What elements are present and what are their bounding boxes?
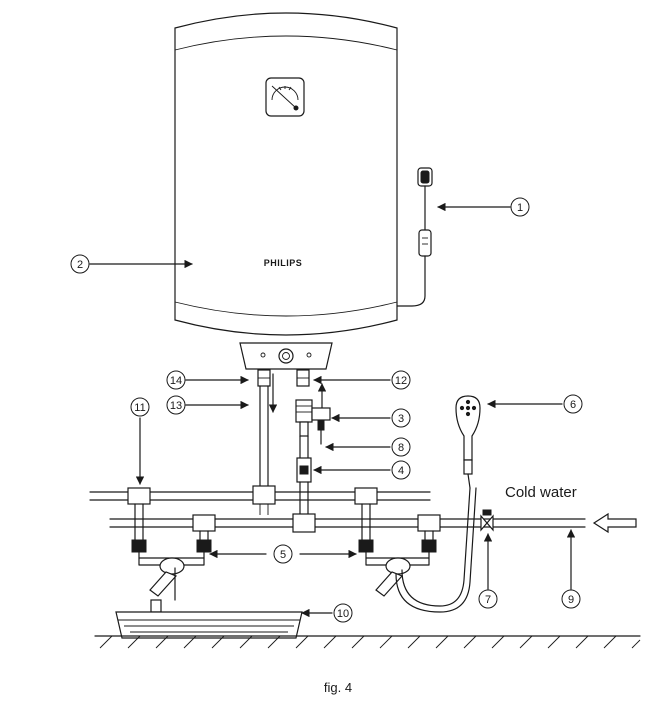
cold-water-inlet-pipe <box>295 369 331 517</box>
right-mixer-tap <box>358 487 477 613</box>
callout-7: 7 <box>478 589 498 609</box>
hot-water-main-pipe <box>89 485 431 505</box>
svg-text:14: 14 <box>170 375 182 387</box>
svg-text:6: 6 <box>570 399 576 411</box>
svg-text:5: 5 <box>280 549 286 561</box>
basin <box>115 611 303 639</box>
svg-text:7: 7 <box>485 594 491 606</box>
left-mixer-tap <box>131 503 212 613</box>
brand-logo: PHILIPS <box>264 258 303 268</box>
svg-text:9: 9 <box>568 594 574 606</box>
callout-10: 10 <box>333 603 353 623</box>
hot-water-outlet-pipe <box>257 369 278 489</box>
callout-12: 12 <box>391 370 411 390</box>
callout-3: 3 <box>391 408 411 428</box>
svg-text:11: 11 <box>134 402 145 414</box>
callout-9: 9 <box>561 589 581 609</box>
svg-text:4: 4 <box>398 465 404 477</box>
callout-13: 13 <box>166 395 186 415</box>
svg-text:3: 3 <box>398 413 404 425</box>
svg-text:12: 12 <box>395 375 407 387</box>
figure-caption: fig. 4 <box>324 680 352 695</box>
callout-1: 1 <box>510 197 530 217</box>
svg-text:2: 2 <box>77 259 83 271</box>
callout-5: 5 <box>273 544 293 564</box>
cold-water-main-pipe <box>109 504 586 533</box>
control-panel <box>239 342 333 370</box>
svg-text:1: 1 <box>517 202 523 214</box>
shower-head-icon <box>455 395 481 489</box>
cold-water-label: Cold water <box>505 484 577 501</box>
power-plug-icon <box>396 167 433 307</box>
inflow-arrow-icon <box>592 512 637 534</box>
floor-line <box>94 635 641 649</box>
callout-14: 14 <box>166 370 186 390</box>
callout-8: 8 <box>391 437 411 457</box>
callout-6: 6 <box>563 394 583 414</box>
main-shutoff-valve <box>480 509 494 532</box>
water-heater-tank <box>174 12 398 336</box>
thermometer-dial-icon <box>265 77 305 117</box>
svg-text:10: 10 <box>337 608 349 620</box>
svg-text:8: 8 <box>398 442 404 454</box>
svg-text:13: 13 <box>170 400 182 412</box>
callout-2: 2 <box>70 254 90 274</box>
callout-11: 11 <box>130 397 150 417</box>
leader-lines <box>89 202 576 618</box>
callout-4: 4 <box>391 460 411 480</box>
